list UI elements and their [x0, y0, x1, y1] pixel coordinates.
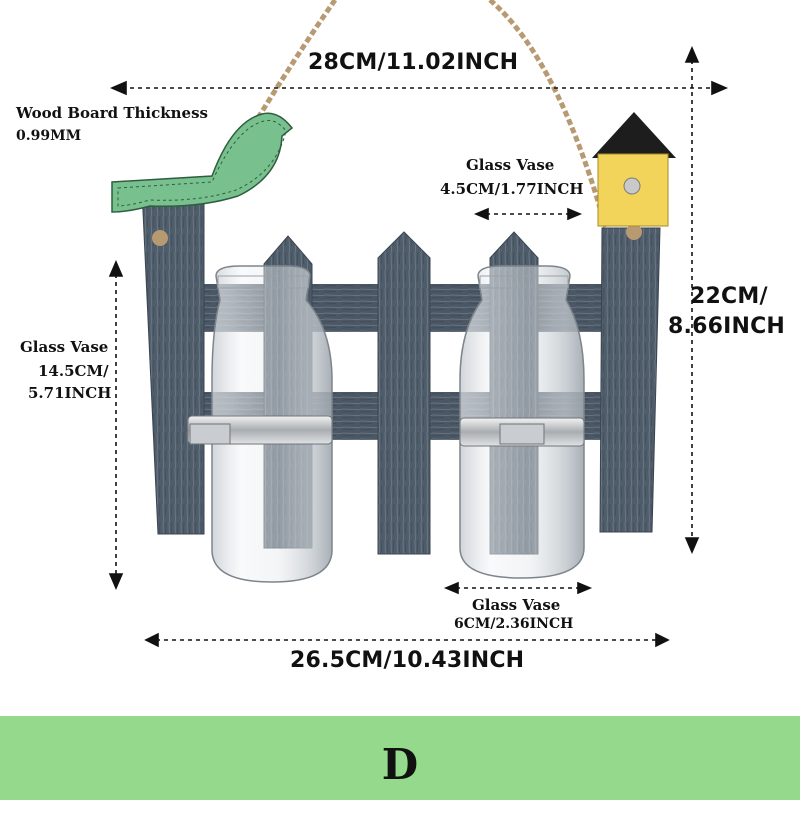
glass-vase-right: [459, 265, 585, 579]
rope-knot-left: [152, 230, 168, 246]
fence-post-right: [599, 227, 661, 533]
height-label-line2: 8.66INCH: [668, 314, 786, 339]
board-thickness-value: 0.99MM: [16, 128, 82, 144]
vase-height-line1: 14.5CM/: [38, 362, 109, 380]
height-label-line1: 22CM/: [690, 284, 768, 309]
green-bird-decoration: [111, 112, 294, 213]
fence-picket-2: [377, 231, 431, 555]
vase-height-title: Glass Vase: [20, 338, 109, 356]
fence-post-left: [141, 189, 205, 535]
variant-label: D: [381, 740, 419, 789]
glass-vase-left: [187, 265, 333, 583]
dimension-arrows: [108, 45, 729, 648]
vase-bottom-value: 6CM/2.36INCH: [454, 616, 574, 632]
yellow-birdhouse-decoration: [592, 112, 676, 227]
variant-bar: [0, 716, 800, 800]
board-thickness-title: Wood Board Thickness: [16, 104, 208, 122]
vase-height-line2: 5.71INCH: [28, 384, 112, 402]
rope-knot-right: [626, 224, 642, 240]
hanging-rope: [255, 0, 611, 237]
vase-top-title: Glass Vase: [466, 156, 555, 174]
fence-width-label: 26.5CM/10.43INCH: [290, 648, 525, 673]
total-width-label: 28CM/11.02INCH: [308, 50, 519, 75]
vase-bottom-title: Glass Vase: [472, 596, 561, 614]
vase-top-value: 4.5CM/1.77INCH: [440, 180, 584, 198]
